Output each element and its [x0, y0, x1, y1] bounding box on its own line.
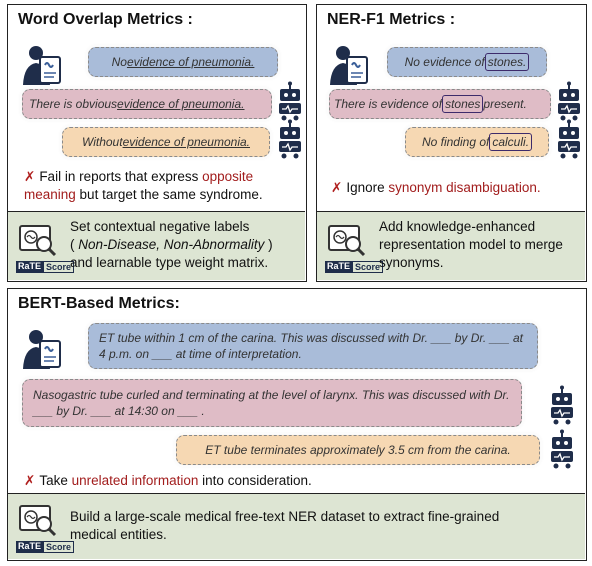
word-overlap-issue: ✗Fail in reports that express opposite m… [24, 168, 299, 204]
cross-icon: ✗ [24, 169, 36, 184]
solution-close-paren: ) [264, 237, 273, 253]
ner-f1-issue: ✗Ignore synonym disambiguation. [331, 179, 581, 197]
bert-sentence-1-text: ET tube within 1 cm of the carina. This … [99, 330, 523, 361]
bert-sentence-2: Nasogastric tube curled and terminating … [22, 379, 522, 427]
bert-solution-text: Build a large-scale medical free-text NE… [70, 509, 500, 543]
entity-box: stones [442, 94, 484, 114]
bert-sentence-3-text: ET tube terminates approximately 3.5 cm … [205, 442, 511, 457]
entity-box: calculi. [489, 132, 533, 152]
robot-icon [558, 119, 580, 159]
issue-text: Fail in reports that express [39, 169, 203, 184]
sentence-2-underlined: evidence of pneumonia. [117, 96, 245, 111]
robot-icon [551, 429, 573, 469]
cross-icon: ✗ [24, 473, 36, 488]
solution-labels: Non-Disease, Non-Abnormality [78, 237, 265, 253]
solution-line-2: ( Non-Disease, Non-Abnormality ) [70, 236, 300, 254]
brain-scan-icon [19, 225, 57, 257]
bert-title: BERT-Based Metrics: [18, 295, 180, 312]
bert-sentence-1: ET tube within 1 cm of the carina. This … [88, 323, 538, 369]
sentence-2-pre: There is obvious [29, 96, 118, 111]
logo-rate: RaTE [16, 261, 44, 273]
ner-sentence-1: No evidence of stones. [387, 47, 547, 77]
logo-score: Score [352, 261, 384, 273]
brain-scan-icon [328, 225, 366, 257]
sentence-1-pre: No [111, 54, 127, 69]
bert-sentence-2-text: Nasogastric tube curled and terminating … [33, 387, 510, 418]
bert-panel: BERT-Based Metrics: ET tube within 1 cm … [7, 288, 587, 561]
ner-f1-solution-text: Add knowledge-enhanced representation mo… [379, 219, 563, 271]
doctor-icon [330, 46, 368, 85]
bert-issue: ✗Take unrelated information into conside… [24, 472, 564, 490]
ner-sentence-3-pre: No finding of [421, 134, 490, 149]
sentence-2: There is obvious evidence of pneumonia. [22, 89, 272, 119]
ner-sentence-2-post: present. [483, 96, 527, 111]
logo-score: Score [43, 261, 75, 273]
ner-sentence-2: There is evidence of stones present. [329, 89, 551, 119]
sentence-1: No evidence of pneumonia. [88, 47, 278, 77]
issue-highlight: opposite meaning [24, 169, 254, 203]
brain-scan-icon [19, 505, 57, 537]
ner-sentence-3: No finding of calculi. [405, 127, 549, 157]
issue-text-end: into consideration. [198, 473, 312, 488]
doctor-icon [23, 46, 61, 85]
cross-icon: ✗ [331, 180, 343, 195]
ner-sentence-1-pre: No evidence of [404, 54, 485, 69]
robot-icon [558, 81, 580, 121]
robot-icon [551, 385, 573, 425]
robot-icon [279, 81, 301, 121]
bert-sentence-3: ET tube terminates approximately 3.5 cm … [176, 435, 540, 465]
solution-line-1: Set contextual negative labels [70, 219, 250, 234]
logo-rate: RaTE [16, 541, 44, 553]
sentence-1-underlined: evidence of pneumonia. [126, 54, 255, 69]
issue-highlight: synonym disambiguation. [388, 180, 541, 195]
ner-f1-panel: NER-F1 Metrics : No evidence of stones. … [316, 4, 587, 282]
doctor-icon [23, 330, 61, 369]
logo-rate: RaTE [325, 261, 353, 273]
solution-line-3: and learnable type weight matrix. [70, 255, 269, 271]
robot-icon [279, 119, 301, 159]
issue-highlight: unrelated information [71, 473, 199, 488]
issue-text: Take [39, 473, 72, 488]
issue-text: Ignore [346, 180, 389, 195]
ner-sentence-2-pre: There is evidence of [334, 96, 443, 111]
entity-box: stones. [484, 52, 530, 72]
sentence-3: Without evidence of pneumonia. [62, 127, 270, 157]
word-overlap-panel: Word Overlap Metrics : No evidence of pn… [7, 4, 307, 282]
word-overlap-title: Word Overlap Metrics : [18, 11, 193, 28]
sentence-3-underlined: evidence of pneumonia. [122, 134, 250, 149]
word-overlap-solution-text: Set contextual negative labels ( Non-Dis… [70, 218, 300, 273]
issue-text-end: but target the same syndrome. [75, 187, 263, 203]
solution-open-paren: ( [70, 237, 79, 253]
ner-f1-title: NER-F1 Metrics : [327, 11, 456, 28]
logo-score: Score [43, 541, 75, 553]
sentence-3-pre: Without [81, 134, 123, 149]
